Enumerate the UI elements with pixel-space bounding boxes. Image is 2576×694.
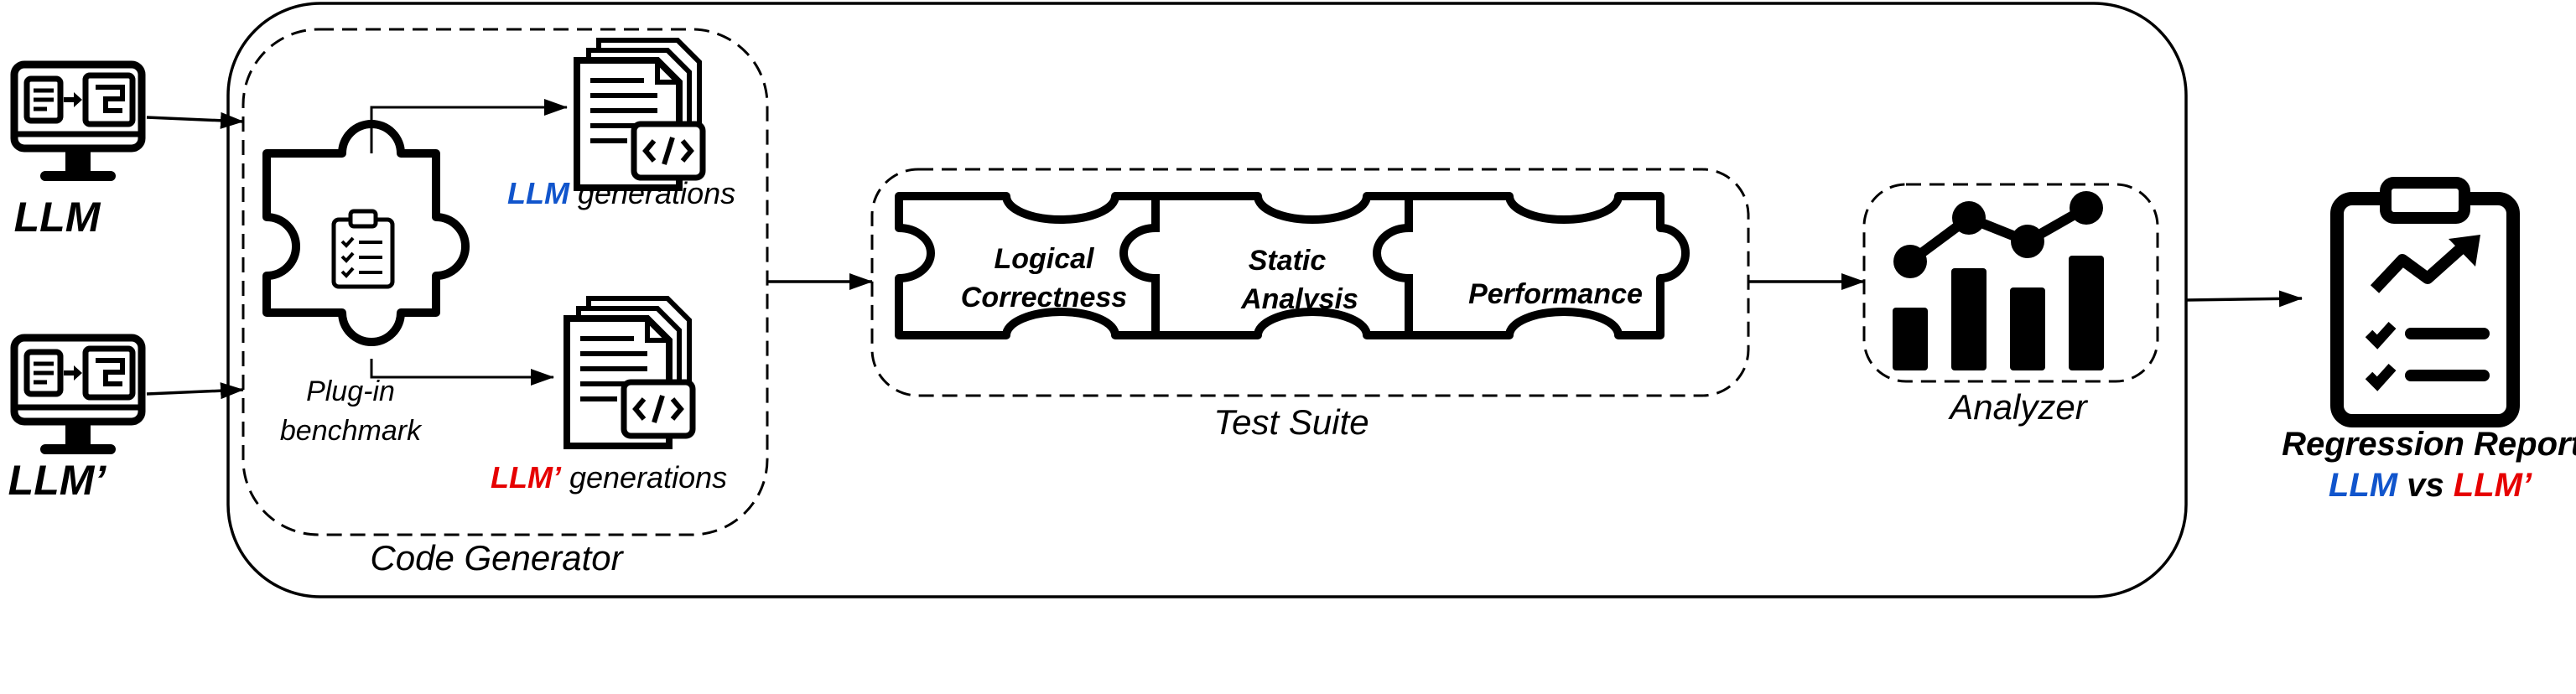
code-document-icon: [574, 38, 706, 191]
test-piece-2-line2: Analysis: [1240, 283, 1358, 315]
llm-prime-generations-label: LLM’ generations: [491, 460, 727, 495]
bar-chart-trend-icon: [1893, 191, 2104, 370]
benchmark-label-line2: benchmark: [280, 415, 423, 447]
report-title: Regression Report: [2282, 426, 2576, 463]
llm-generations-label: LLM generations: [507, 176, 735, 210]
llm-label: LLM: [14, 194, 101, 241]
code-generator-title: Code Generator: [370, 538, 624, 577]
llm-generations-model: LLM: [507, 176, 570, 210]
test-piece-3-line1: Performance: [1468, 278, 1643, 310]
report-vs-word: vs: [2397, 467, 2454, 504]
arrow-benchmark-to-llm-gen: [370, 99, 568, 153]
llm-generations-suffix: generations: [569, 176, 735, 210]
arrow-llm-prime-in: [146, 382, 244, 400]
report-vs-right: LLM’: [2454, 467, 2532, 504]
test-piece-1-line2: Correctness: [961, 282, 1127, 313]
arrow-llm-in: [146, 111, 244, 129]
monitor-workflow-icon: [10, 60, 146, 181]
llm-prime-generations-suffix: generations: [561, 460, 727, 495]
report-vs-left: LLM: [2329, 467, 2399, 504]
monitor-workflow-icon: [10, 334, 146, 454]
benchmark-label-line1: Plug-in: [306, 375, 395, 407]
test-piece-1-line1: Logical: [994, 243, 1095, 275]
code-document-icon: [564, 296, 696, 449]
report-clipboard-icon: [2330, 177, 2520, 427]
analyzer-title: Analyzer: [1947, 387, 2088, 427]
puzzle-piece-icon: [895, 192, 1690, 339]
arrow-analyzer-to-report: [2185, 290, 2303, 308]
arrow-benchmark-to-llm-prime-gen: [370, 359, 554, 386]
clipboard-checklist-icon: [331, 209, 395, 289]
test-piece-2-line1: Static: [1249, 245, 1327, 277]
llm-prime-label: LLM’: [8, 457, 107, 504]
llm-prime-generations-model: LLM’: [491, 460, 562, 495]
test-suite-title: Test Suite: [1213, 402, 1368, 442]
report-comparison: LLM vs LLM’: [2329, 467, 2532, 504]
